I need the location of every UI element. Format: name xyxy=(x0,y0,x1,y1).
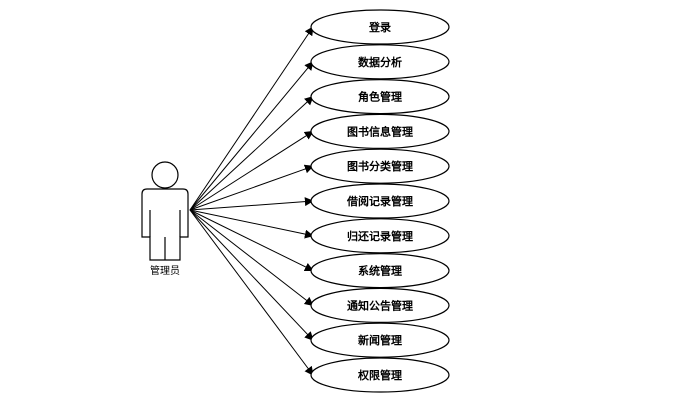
use-case-label: 权限管理 xyxy=(357,368,402,382)
association-line-10 xyxy=(189,209,314,341)
use-case-9[interactable]: 通知公告管理 xyxy=(310,287,450,323)
association-line-11 xyxy=(189,209,314,376)
association-line-7 xyxy=(189,209,314,239)
use-case-4[interactable]: 图书信息管理 xyxy=(310,113,450,149)
actor-figure: 管理员 xyxy=(141,161,189,277)
use-case-ellipse xyxy=(310,287,450,323)
use-case-label: 通知公告管理 xyxy=(347,298,413,312)
actor-label: 管理员 xyxy=(150,264,180,277)
use-case-1[interactable]: 登录 xyxy=(310,9,450,45)
use-case-label: 角色管理 xyxy=(358,90,402,104)
use-case-ellipse xyxy=(310,357,450,393)
association-line-1 xyxy=(189,26,314,211)
use-case-label: 数据分析 xyxy=(358,55,402,69)
use-case-ellipse xyxy=(310,322,450,358)
use-case-ellipse xyxy=(310,44,450,80)
use-case-label: 新闻管理 xyxy=(358,333,402,347)
use-case-label: 系统管理 xyxy=(358,264,402,278)
use-case-10[interactable]: 新闻管理 xyxy=(310,322,450,358)
use-case-11[interactable]: 权限管理 xyxy=(310,357,450,393)
use-case-3[interactable]: 角色管理 xyxy=(310,78,450,115)
association-line-6 xyxy=(189,197,314,211)
use-case-group: 登录数据分析角色管理图书信息管理图书分类管理借阅记录管理归还记录管理系统管理通知… xyxy=(310,9,450,393)
association-line-5 xyxy=(189,164,314,211)
use-case-label: 归还记录管理 xyxy=(347,229,413,243)
use-case-ellipse xyxy=(310,183,450,219)
actor-head xyxy=(151,161,179,189)
use-case-5[interactable]: 图书分类管理 xyxy=(310,148,450,184)
use-case-ellipse xyxy=(310,9,450,45)
association-line-4 xyxy=(189,130,314,211)
association-line-9 xyxy=(189,209,314,306)
association-line-2 xyxy=(189,61,314,211)
use-case-6[interactable]: 借阅记录管理 xyxy=(310,183,450,219)
use-case-ellipse xyxy=(310,148,450,184)
association-line-8 xyxy=(189,209,314,272)
use-case-label: 登录 xyxy=(368,20,391,34)
use-case-8[interactable]: 系统管理 xyxy=(310,253,450,289)
use-case-7[interactable]: 归还记录管理 xyxy=(310,218,450,254)
use-case-ellipse xyxy=(310,78,450,115)
association-lines xyxy=(189,26,314,376)
actor-body xyxy=(141,188,189,261)
use-case-label: 图书分类管理 xyxy=(347,159,413,173)
use-case-ellipse xyxy=(310,218,450,254)
use-case-ellipse xyxy=(310,113,450,149)
use-case-label: 图书信息管理 xyxy=(347,124,413,138)
association-line-3 xyxy=(189,95,314,211)
use-case-ellipse xyxy=(310,253,450,289)
use-case-label: 借阅记录管理 xyxy=(346,194,413,208)
use-case-2[interactable]: 数据分析 xyxy=(310,44,450,80)
